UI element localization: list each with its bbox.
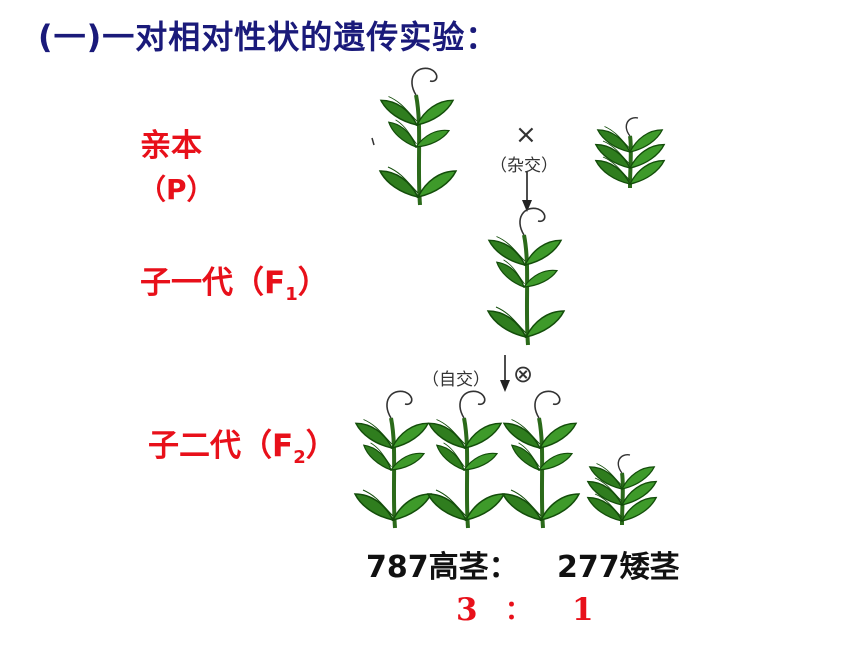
ratio-colon: ：: [505, 596, 532, 626]
f1-tall-plant: [488, 208, 564, 345]
ratio-right: 1: [572, 592, 594, 628]
cross-symbol: ×: [515, 120, 537, 150]
label-parent-symbol: （P）: [138, 173, 215, 206]
f2-tall-plant-2: [428, 391, 504, 528]
parent-tall-plant: [380, 68, 456, 205]
label-parent: 亲本: [140, 128, 202, 164]
ratio-left: 3: [456, 592, 478, 628]
page-title: (一)一对相对性状的遗传实验：: [38, 18, 499, 56]
cross-arrow: [522, 172, 532, 212]
f2-short-plant: [588, 455, 656, 525]
parent-short-plant: [596, 118, 664, 188]
f2-tall-plant-3: [503, 391, 579, 528]
tall-count: 787高茎：: [366, 550, 519, 585]
self-label: （自交）: [422, 370, 490, 390]
label-f2: 子二代（F2）: [148, 428, 337, 469]
stray-mark: [371, 137, 375, 146]
short-count: 277矮茎: [557, 550, 680, 585]
cross-label: （杂交）: [490, 156, 558, 176]
self-arrow: [500, 355, 510, 392]
label-f1: 子一代（F1）: [140, 265, 329, 306]
f2-tall-plant-1: [355, 391, 431, 528]
self-symbol: ⊗: [513, 360, 534, 388]
